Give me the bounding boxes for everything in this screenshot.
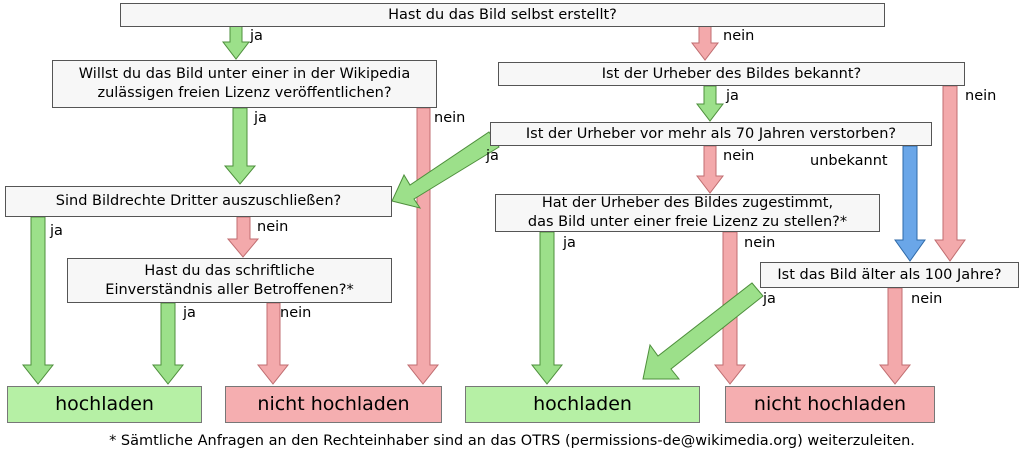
arrow-q6-t3-ja bbox=[530, 231, 564, 385]
node-q3[interactable]: Ist der Urheber des Bildes bekannt? bbox=[498, 62, 965, 86]
node-terminal-nicht-hochladen-1[interactable]: nicht hochladen bbox=[225, 386, 442, 423]
edge-label-q5-q7-nein: nein bbox=[257, 219, 289, 235]
node-terminal-nicht-hochladen-2[interactable]: nicht hochladen bbox=[725, 386, 935, 423]
edge-label-q8-t4-nein: nein bbox=[911, 291, 943, 307]
edge-label-q4-q6-nein: nein bbox=[723, 148, 755, 164]
arrow-q3-q4-ja bbox=[695, 85, 725, 122]
arrow-q8-t4-nein bbox=[878, 287, 912, 385]
arrow-q2-t2-nein bbox=[406, 107, 440, 385]
arrow-q5-t1-ja bbox=[21, 216, 55, 385]
node-q2[interactable]: Willst du das Bild unter einer in der Wi… bbox=[52, 60, 437, 108]
node-q8[interactable]: Ist das Bild älter als 100 Jahre? bbox=[760, 262, 1019, 288]
node-terminal-hochladen-1[interactable]: hochladen bbox=[7, 386, 202, 423]
arrow-q3-q8-nein bbox=[934, 85, 966, 262]
arrow-q1-q2-ja bbox=[221, 25, 251, 60]
edge-label-q1-q3-nein: nein bbox=[723, 28, 755, 44]
node-q4[interactable]: Ist der Urheber vor mehr als 70 Jahren v… bbox=[490, 122, 932, 146]
edge-label-q7-t1-ja: ja bbox=[183, 305, 196, 321]
node-q5[interactable]: Sind Bildrechte Dritter auszuschließen? bbox=[5, 186, 392, 217]
edge-label-q5-t1-ja: ja bbox=[50, 223, 63, 239]
arrow-q4-q5-ja bbox=[391, 131, 500, 209]
edge-label-q1-q2-ja: ja bbox=[250, 28, 263, 44]
node-q7[interactable]: Hast du das schriftliche Einverständnis … bbox=[67, 258, 392, 303]
arrow-q2-q5-ja bbox=[223, 107, 257, 185]
arrow-q1-q3-nein bbox=[690, 25, 720, 61]
node-q1[interactable]: Hast du das Bild selbst erstellt? bbox=[120, 3, 885, 27]
arrow-q4-q8-unbekannt bbox=[894, 145, 926, 262]
arrow-q7-t1-ja bbox=[151, 302, 185, 385]
edge-label-q4-q8-unbekannt: unbekannt bbox=[810, 153, 888, 169]
edge-label-q3-q8-nein: nein bbox=[965, 88, 997, 104]
edge-label-q4-q5-ja: ja bbox=[486, 148, 499, 164]
node-terminal-hochladen-2[interactable]: hochladen bbox=[465, 386, 700, 423]
edge-label-q7-t2-nein: nein bbox=[280, 305, 312, 321]
edge-label-q2-t2-nein: nein bbox=[434, 110, 466, 126]
edge-label-q2-q5-ja: ja bbox=[254, 110, 267, 126]
edge-label-q8-t3-ja: ja bbox=[763, 291, 776, 307]
arrow-q5-q7-nein bbox=[226, 216, 260, 258]
arrow-q4-q6-nein bbox=[695, 145, 725, 194]
footnote-text: * Sämtliche Anfragen an den Rechteinhabe… bbox=[109, 433, 915, 449]
arrow-q8-t3-ja bbox=[642, 282, 764, 380]
edge-label-q6-t3-ja: ja bbox=[563, 235, 576, 251]
arrow-q7-t2-nein bbox=[256, 302, 290, 385]
edge-label-q6-t4-nein: nein bbox=[744, 235, 776, 251]
node-q6[interactable]: Hat der Urheber des Bildes zugestimmt, d… bbox=[495, 194, 880, 232]
edge-label-q3-q4-ja: ja bbox=[726, 88, 739, 104]
